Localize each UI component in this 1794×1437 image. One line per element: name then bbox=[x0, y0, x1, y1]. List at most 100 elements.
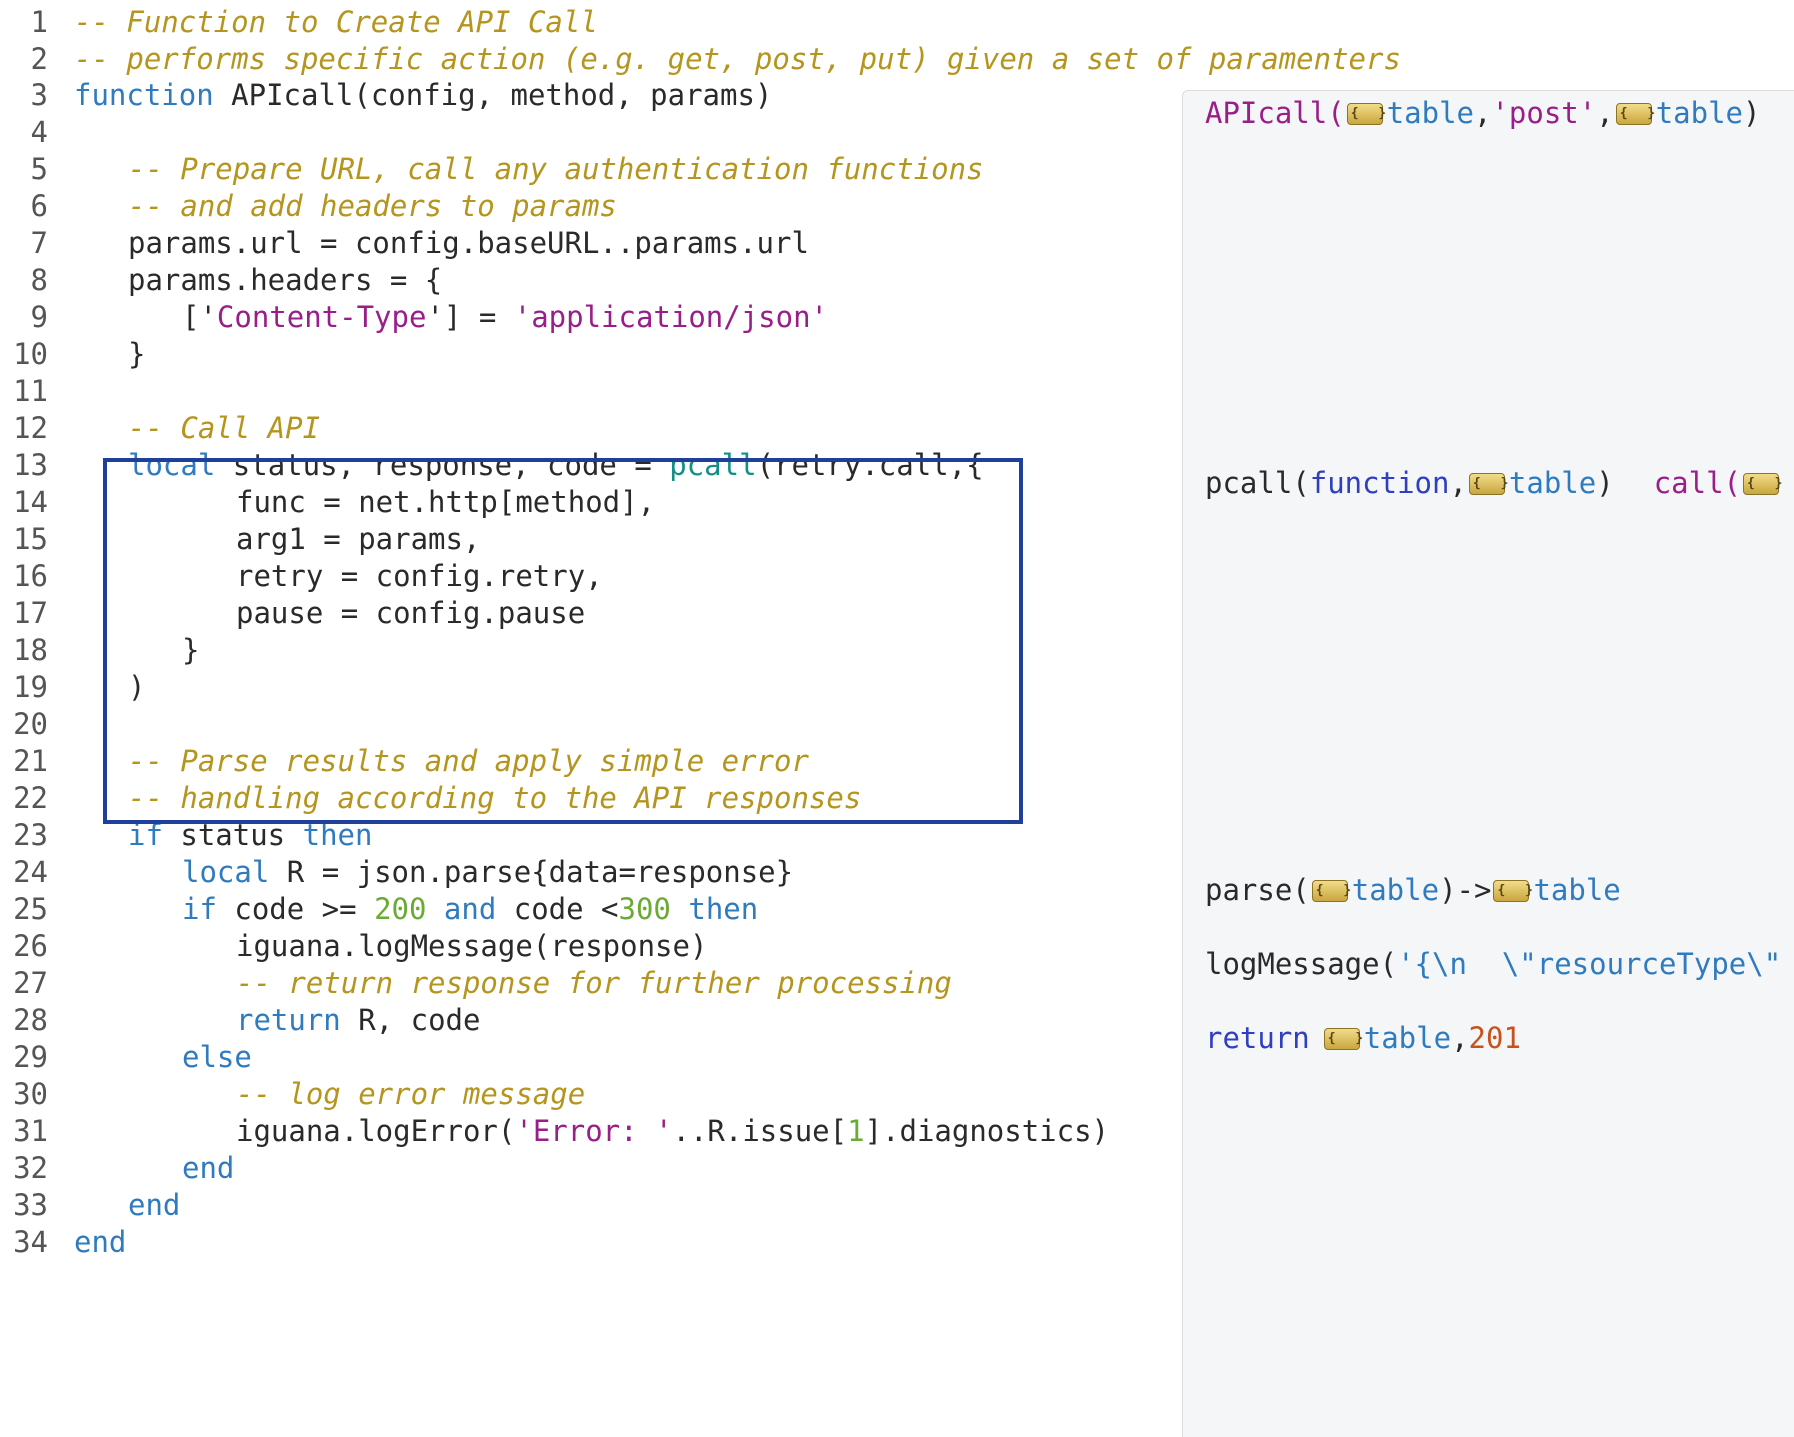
code-line-7: 7 params.url = config.baseURL..params.url bbox=[0, 222, 809, 264]
line-number: 5 bbox=[30, 152, 48, 186]
line-number: 17 bbox=[13, 596, 48, 630]
number-literal: 300 bbox=[618, 892, 671, 926]
line-number: 6 bbox=[30, 189, 48, 223]
line-number: 32 bbox=[13, 1151, 48, 1185]
annotation-text: )-> bbox=[1439, 873, 1492, 907]
line-number: 18 bbox=[13, 633, 48, 667]
line-number: 28 bbox=[13, 1003, 48, 1037]
code-comment: -- log error message bbox=[236, 1077, 586, 1111]
table-icon[interactable] bbox=[1743, 463, 1789, 505]
highlight-box bbox=[103, 458, 1023, 824]
annotation-type: table bbox=[1363, 1021, 1452, 1055]
code-text: code >= bbox=[216, 892, 375, 926]
annotation-number: 201 bbox=[1468, 1021, 1521, 1055]
annotation-keyword: return bbox=[1205, 1021, 1310, 1055]
annotation-return[interactable]: returntable,201 bbox=[1205, 1017, 1521, 1060]
code-text: params.headers = { bbox=[128, 263, 443, 297]
code-text: iguana.logError( bbox=[236, 1114, 516, 1148]
annotation-text: , bbox=[1474, 96, 1492, 130]
string-literal: 'application/json' bbox=[513, 300, 829, 334]
annotation-string: '{\n \"resourceType\" bbox=[1397, 947, 1782, 981]
code-text: '] = bbox=[426, 300, 514, 334]
code-text: iguana.logMessage(response) bbox=[236, 929, 708, 963]
code-line-1: 1-- Function to Create API Call bbox=[0, 1, 598, 43]
code-line-9: 9['Content-Type'] = 'application/json' bbox=[0, 296, 829, 338]
keyword: and bbox=[426, 892, 497, 926]
code-text: pause = config.pause bbox=[236, 596, 586, 630]
line-number: 13 bbox=[13, 448, 48, 482]
table-icon[interactable] bbox=[1323, 1018, 1369, 1060]
table-icon[interactable] bbox=[1311, 870, 1357, 912]
line-number: 3 bbox=[30, 78, 48, 112]
keyword: local bbox=[182, 855, 270, 889]
code-line-4: 4 bbox=[0, 111, 48, 153]
code-text: } bbox=[182, 633, 200, 667]
code-text: params.url = config.baseURL..params.url bbox=[128, 226, 809, 260]
line-number: 7 bbox=[30, 226, 48, 260]
line-number: 12 bbox=[13, 411, 48, 445]
code-text: retry = config.retry, bbox=[236, 559, 603, 593]
line-number: 23 bbox=[13, 818, 48, 852]
annotation-pane[interactable]: APIcall(table,'post',table) pcall(functi… bbox=[1182, 90, 1794, 1437]
line-number: 14 bbox=[13, 485, 48, 519]
keyword: return bbox=[236, 1003, 341, 1037]
annotation-function-name: logMessage( bbox=[1205, 947, 1398, 981]
code-editor[interactable]: 1-- Function to Create API Call 2-- perf… bbox=[0, 0, 1401, 1436]
keyword: else bbox=[182, 1040, 252, 1074]
line-number: 8 bbox=[30, 263, 48, 297]
annotation-parse[interactable]: parse(table)->table bbox=[1205, 869, 1621, 912]
keyword: if bbox=[182, 892, 217, 926]
line-number: 19 bbox=[13, 670, 48, 704]
code-comment: -- performs specific action (e.g. get, p… bbox=[74, 42, 1401, 76]
annotation-keyword: function bbox=[1309, 466, 1450, 500]
code-text: code < bbox=[496, 892, 619, 926]
code-text: } bbox=[128, 337, 146, 371]
code-line-17: 17 pause = config.pause bbox=[0, 592, 585, 634]
keyword: end bbox=[182, 1151, 235, 1185]
code-line-2: 2-- performs specific action (e.g. get, … bbox=[0, 38, 1401, 80]
table-icon[interactable] bbox=[1346, 93, 1392, 135]
line-number: 16 bbox=[13, 559, 48, 593]
line-number: 24 bbox=[13, 855, 48, 889]
table-icon[interactable] bbox=[1493, 870, 1539, 912]
code-text: ].diagnostics) bbox=[864, 1114, 1110, 1148]
line-number: 15 bbox=[13, 522, 48, 556]
line-number: 33 bbox=[13, 1188, 48, 1222]
line-number: 22 bbox=[13, 781, 48, 815]
code-line-18: 18} bbox=[0, 629, 199, 671]
annotation-text: ) bbox=[1743, 96, 1761, 130]
annotation-apicall[interactable]: APIcall(table,'post',table) bbox=[1205, 92, 1761, 135]
annotation-function-name: APIcall( bbox=[1205, 96, 1345, 130]
code-line-20: 20 bbox=[0, 703, 48, 745]
table-icon[interactable] bbox=[1468, 463, 1514, 505]
code-text: (retry.call,{ bbox=[756, 448, 984, 482]
annotation-type: table bbox=[1351, 873, 1440, 907]
line-number: 9 bbox=[30, 300, 48, 334]
code-text: ) bbox=[128, 670, 146, 704]
annotation-function-name: parse( bbox=[1205, 873, 1310, 907]
code-line-10: 10} bbox=[0, 333, 145, 375]
table-icon[interactable] bbox=[1615, 93, 1661, 135]
code-line-28: 28 return R, code bbox=[0, 999, 480, 1041]
code-line-5: 5-- Prepare URL, call any authentication… bbox=[0, 148, 984, 190]
code-text: APIcall(config, method, params) bbox=[213, 78, 773, 112]
line-number: 1 bbox=[30, 5, 48, 39]
code-text: R, code bbox=[340, 1003, 481, 1037]
line-number: 21 bbox=[13, 744, 48, 778]
code-line-30: 30-- log error message bbox=[0, 1073, 585, 1115]
line-number: 31 bbox=[13, 1114, 48, 1148]
annotation-logmessage[interactable]: logMessage('{\n \"resourceType\" bbox=[1205, 943, 1781, 985]
code-line-16: 16 retry = config.retry, bbox=[0, 555, 603, 597]
number-literal: 200 bbox=[374, 892, 427, 926]
code-comment: -- Parse results and apply simple error bbox=[128, 744, 809, 778]
line-number: 11 bbox=[13, 374, 48, 408]
annotation-pcall[interactable]: pcall(function,table)call( bbox=[1205, 462, 1789, 505]
annotation-string: 'post' bbox=[1491, 96, 1597, 130]
